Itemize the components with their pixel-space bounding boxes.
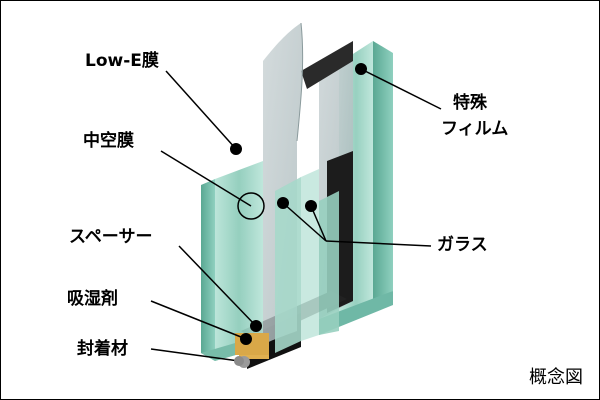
callout-markers [230, 63, 367, 345]
label-low-e-film: Low-E膜 [85, 51, 159, 71]
marker-hollow-film-ring [237, 192, 265, 220]
leader-low-e-film [165, 70, 237, 150]
leader-desiccant [150, 300, 247, 340]
marker-spacer [250, 320, 262, 332]
leader-glass [325, 240, 432, 247]
label-spacer: スペーサー [69, 227, 153, 247]
marker-desiccant [240, 333, 252, 345]
caption-conceptual-diagram: 概念図 [529, 367, 583, 388]
marker-special-film [355, 63, 367, 75]
label-hollow-film: 中空膜 [83, 131, 134, 151]
leader-spacer [178, 245, 257, 327]
leader-glass-a [282, 202, 327, 242]
leader-special-film [360, 68, 442, 110]
marker-glass-a [277, 197, 289, 209]
leader-glass-b [310, 205, 327, 242]
marker-sealant [234, 356, 244, 366]
marker-low-e-film [230, 143, 242, 155]
marker-glass-b [305, 200, 317, 212]
leader-sealant [150, 348, 240, 362]
label-special-film-line1: 特殊 [453, 93, 487, 113]
label-special-film-line2: フィルム [441, 119, 509, 139]
leader-hollow-film [160, 150, 252, 207]
glass-pane-front [201, 161, 339, 368]
label-glass: ガラス [437, 235, 488, 255]
label-sealant: 封着材 [77, 339, 128, 359]
leader-lines [150, 68, 442, 362]
label-desiccant: 吸湿剤 [67, 289, 118, 309]
